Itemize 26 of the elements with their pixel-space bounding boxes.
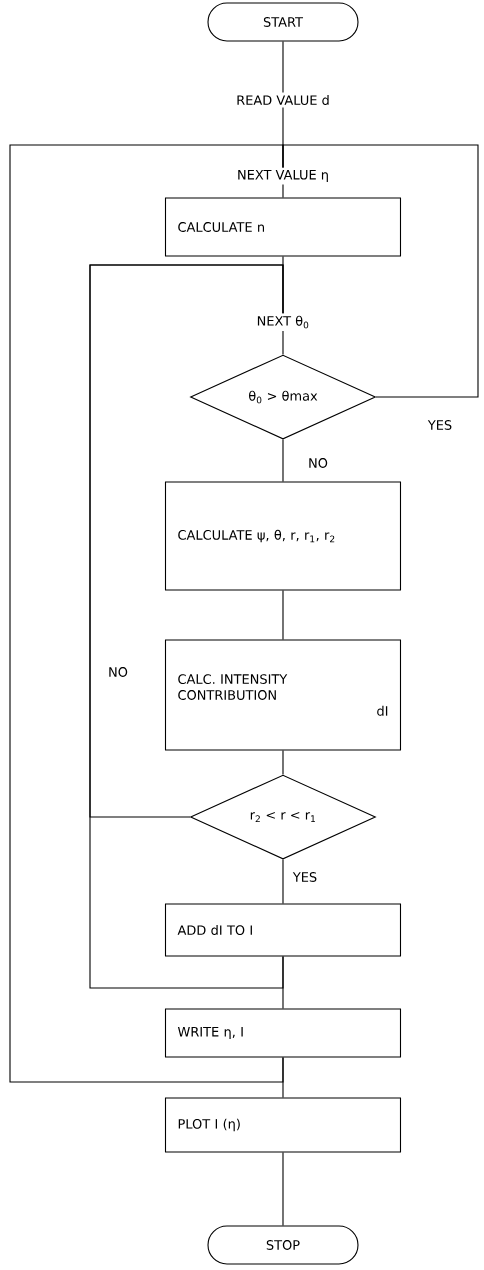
connector-line [282,859,284,904]
process-box: WRITE η, I [164,1008,402,1058]
terminal-box: STOP [207,1225,359,1265]
process-box: CALCULATE n [164,197,402,257]
connector-line [89,264,284,989]
edge-label: NO [107,666,129,678]
connector-line [282,184,284,198]
step-label: NEXT VALUE η [235,167,331,185]
edge-label: YES [291,871,319,883]
process-box: ADD dI TO I [164,903,402,957]
edge-label: NO [307,457,329,469]
process-box: PLOT I (η) [164,1097,402,1153]
terminal-box: START [207,2,359,42]
connector-line [282,750,284,775]
step-label: NEXT θ$_{0}$ [254,313,312,331]
connector-line [282,144,479,398]
process-box: CALC. INTENSITY CONTRIBUTION dI [164,639,402,751]
process-box: CALCULATE ψ, θ, r, r$_{1}$, r$_{2}$ [164,481,402,591]
connector-line [282,1152,284,1226]
connector-line [282,330,284,356]
connector-line [9,144,284,1083]
connector-line [282,590,284,640]
step-label: READ VALUE d [234,93,332,107]
edge-label: YES [426,419,454,431]
connector-line [282,41,284,93]
connector-line [282,439,284,482]
